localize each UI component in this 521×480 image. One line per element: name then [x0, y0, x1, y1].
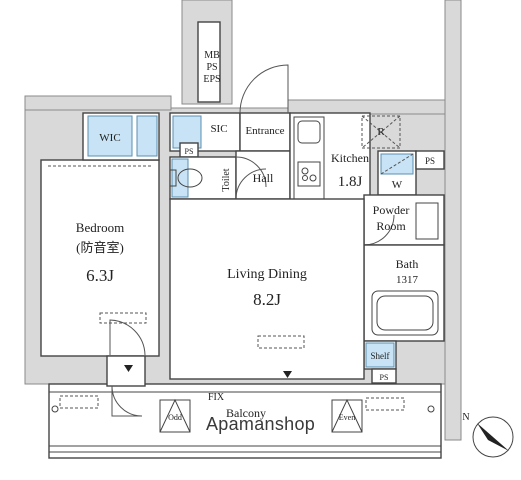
wic-shelf: [87, 115, 133, 157]
label-refrigerator: R: [377, 126, 385, 138]
right-column: [444, 0, 462, 441]
label-bedroom-note: (防音室): [76, 240, 124, 255]
label-even: Even: [339, 413, 355, 422]
top-left-wall: [24, 95, 172, 111]
shaft-inner: [197, 21, 221, 103]
bedroom-entry-arrow: [124, 365, 133, 372]
label-north: N: [462, 412, 469, 423]
label-living-dining: Living Dining: [227, 267, 307, 282]
label-kitchen: Kitchen: [331, 151, 369, 165]
kitchen-room: [289, 112, 371, 206]
label-powder: Powder: [373, 203, 410, 217]
label-kitchen-size: 1.8J: [338, 174, 363, 190]
label-hall: Hall: [253, 171, 274, 185]
label-bedroom: Bedroom: [76, 220, 124, 235]
ps-bottom-box: [371, 368, 397, 384]
label-fix: FIX: [208, 392, 225, 403]
compass-needle: [477, 423, 509, 451]
label-odd: Odd: [168, 413, 182, 422]
label-washer: W: [392, 179, 403, 191]
hall-room: [235, 150, 291, 200]
label-eps: EPS: [203, 74, 220, 85]
label-wic: WIC: [99, 132, 120, 144]
living-entry-arrow: [283, 371, 292, 378]
apamanshop-watermark: Apamanshop: [206, 414, 316, 434]
bathtub: [371, 290, 439, 336]
bedroom-door-frame: [106, 355, 146, 387]
label-toilet: Toilet: [221, 168, 232, 191]
label-ps-bottom: PS: [380, 373, 389, 382]
toilet-bowl: [177, 168, 203, 188]
label-mb: MB: [204, 50, 220, 61]
living-ac-unit: [257, 335, 305, 349]
wic-shelf-2: [136, 115, 158, 157]
bedroom-room: [40, 159, 160, 357]
label-ps-kitchen: PS: [425, 156, 435, 166]
label-powder-room: Room: [376, 219, 406, 233]
label-bedroom-size: 6.3J: [86, 266, 114, 285]
label-sic: SIC: [210, 123, 227, 135]
ps-kitchen-box: [415, 150, 445, 170]
living-dining-room: [169, 198, 365, 380]
label-entrance: Entrance: [245, 125, 284, 137]
label-shelf: Shelf: [371, 351, 390, 361]
label-bath: Bath: [396, 257, 419, 271]
label-ps-small: PS: [185, 147, 194, 156]
entrance-room: [239, 112, 291, 152]
label-bath-size: 1317: [396, 274, 419, 286]
kitchen-sink: [297, 120, 321, 144]
top-right-wall: [287, 99, 449, 115]
label-ps-shaft: PS: [206, 62, 217, 73]
bedroom-ac-unit: [99, 312, 147, 324]
label-living-size: 8.2J: [253, 290, 281, 309]
label-balcony: Balcony: [226, 406, 266, 420]
